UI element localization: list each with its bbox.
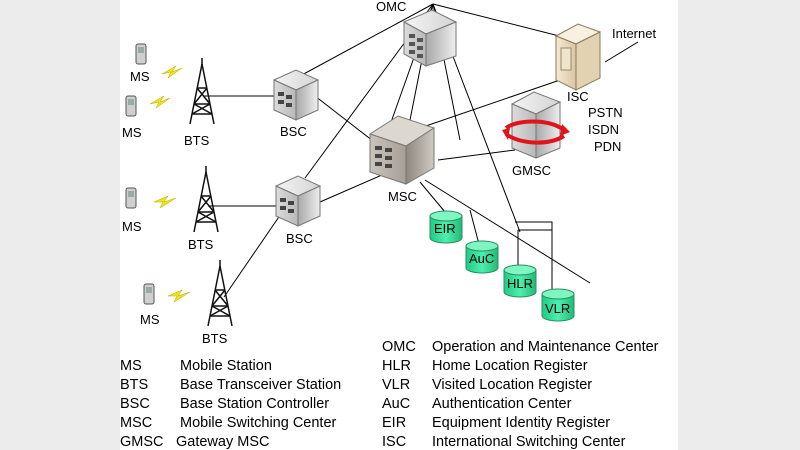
legend-full: Operation and Maintenance Center bbox=[432, 339, 659, 355]
gmsc-gateway-arrow-icon bbox=[502, 119, 570, 145]
vlr-label: VLR bbox=[545, 301, 571, 316]
ms-4-phone-icon bbox=[143, 283, 155, 305]
legend-full: Base Transceiver Station bbox=[180, 377, 342, 393]
legend-abbr: HLR bbox=[382, 358, 412, 374]
omc-server-icon bbox=[402, 9, 458, 67]
bts-3-label: BTS bbox=[202, 331, 228, 346]
bts-3-tower-icon bbox=[207, 260, 233, 327]
legend-abbr: MS bbox=[120, 358, 142, 374]
connection-lines bbox=[204, 3, 639, 298]
legend-full: Equipment Identity Register bbox=[432, 415, 611, 431]
legend-full: Base Station Controller bbox=[180, 396, 330, 412]
legend-abbr: BTS bbox=[120, 377, 149, 393]
legend-abbr: OMC bbox=[382, 339, 416, 355]
legend-row: OMC Operation and Maintenance Center bbox=[382, 338, 659, 357]
legend-full: Mobile Station bbox=[180, 358, 272, 374]
legend-abbr: ISC bbox=[382, 434, 407, 450]
legend-abbr: EIR bbox=[382, 415, 407, 431]
legend-full: Mobile Switching Center bbox=[180, 415, 337, 431]
legend-abbr: MSC bbox=[120, 415, 153, 431]
legend-row: HLR Home Location Register bbox=[382, 357, 659, 376]
ms-4-label: MS bbox=[140, 312, 160, 327]
bts-2-label: BTS bbox=[188, 237, 214, 252]
ms-3-label: MS bbox=[122, 219, 142, 234]
ms-1-phone-icon bbox=[135, 43, 147, 65]
auc-database-icon bbox=[465, 240, 499, 274]
isdn-label: ISDN bbox=[588, 122, 620, 137]
legend-row: GMSC Gateway MSC bbox=[120, 433, 341, 450]
ms-2-phone-icon bbox=[125, 95, 137, 117]
gmsc-label: GMSC bbox=[512, 163, 551, 178]
legend-abbr: GMSC bbox=[120, 434, 164, 450]
left-margin bbox=[0, 0, 120, 450]
legend-left: MS Mobile Station BTS Base Transceiver Sta… bbox=[120, 357, 341, 450]
legend-row: MSC Mobile Switching Center bbox=[120, 414, 341, 433]
gsm-architecture-diagram: OMC ISC Internet PSTN ISDN PDN GMSC MSC … bbox=[120, 0, 678, 450]
ms-1-label: MS bbox=[130, 69, 150, 84]
vlr-database-icon bbox=[541, 288, 575, 322]
bsc-2-label: BSC bbox=[286, 231, 313, 246]
isc-server-icon bbox=[554, 23, 602, 91]
right-margin bbox=[678, 0, 800, 450]
pstn-label: PSTN bbox=[588, 105, 623, 120]
pdn-label: PDN bbox=[594, 139, 622, 154]
legend-row: BSC Base Station Controller bbox=[120, 395, 341, 414]
eir-database-icon bbox=[429, 210, 463, 244]
eir-label: EIR bbox=[434, 221, 456, 236]
legend-abbr: VLR bbox=[382, 377, 411, 393]
bsc-1-server-icon bbox=[272, 69, 320, 121]
ms-2-label: MS bbox=[122, 125, 142, 140]
legend-row: EIR Equipment Identity Register bbox=[382, 414, 659, 433]
legend-abbr: AuC bbox=[382, 396, 411, 412]
isc-label: ISC bbox=[567, 89, 589, 104]
legend-row: ISC International Switching Center bbox=[382, 433, 659, 450]
bts-2-tower-icon bbox=[193, 166, 219, 233]
msc-server-icon bbox=[368, 115, 436, 185]
bsc-2-server-icon bbox=[274, 175, 322, 227]
omc-label: OMC bbox=[376, 0, 407, 14]
legend-row: BTS Base Transceiver Station bbox=[120, 376, 341, 395]
internet-label: Internet bbox=[612, 26, 657, 41]
auc-label: AuC bbox=[469, 251, 495, 266]
hlr-database-icon bbox=[503, 264, 537, 298]
legend-row: AuC Authentication Center bbox=[382, 395, 659, 414]
legend-full: Authentication Center bbox=[432, 396, 572, 412]
hlr-label: HLR bbox=[507, 276, 534, 291]
bts-1-tower-icon bbox=[189, 58, 215, 125]
legend-full: Gateway MSC bbox=[176, 434, 270, 450]
legend-abbr: BSC bbox=[120, 396, 150, 412]
radio-link-lightning-icons bbox=[149, 65, 191, 303]
legend-full: Home Location Register bbox=[432, 358, 588, 374]
legend-row: VLR Visited Location Register bbox=[382, 376, 659, 395]
ms-3-phone-icon bbox=[125, 187, 137, 209]
msc-label: MSC bbox=[388, 189, 417, 204]
legend-full: Visited Location Register bbox=[432, 377, 593, 393]
legend-row: MS Mobile Station bbox=[120, 357, 341, 376]
legend-full: International Switching Center bbox=[432, 434, 626, 450]
bsc-1-label: BSC bbox=[280, 124, 307, 139]
bts-1-label: BTS bbox=[184, 133, 210, 148]
